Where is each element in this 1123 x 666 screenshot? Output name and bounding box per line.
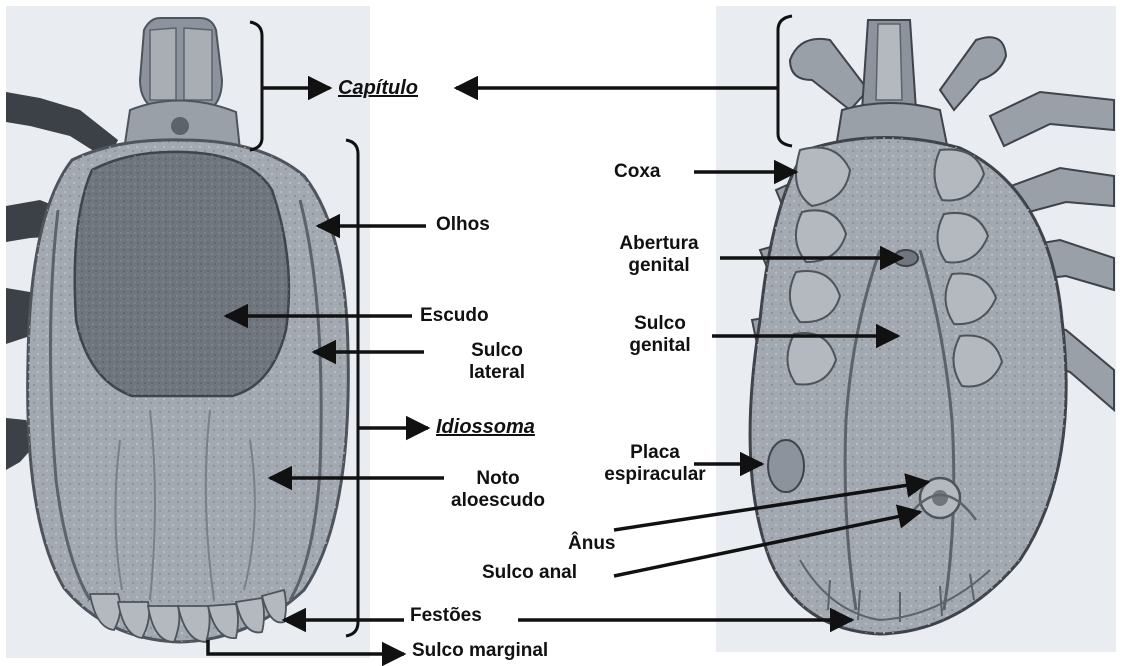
label-noto-line1: Noto bbox=[442, 468, 554, 490]
label-sulco-marginal: Sulco marginal bbox=[412, 640, 548, 662]
label-anus: Ânus bbox=[568, 533, 616, 555]
label-abertura-line2: genital bbox=[604, 255, 714, 277]
label-noto-line2: aloescudo bbox=[442, 490, 554, 512]
spiracular-plate bbox=[768, 440, 804, 492]
label-escudo: Escudo bbox=[420, 305, 489, 327]
label-sulco-genital-line2: genital bbox=[612, 335, 708, 357]
label-festoes: Festões bbox=[410, 605, 482, 627]
label-sulco-genital-line1: Sulco bbox=[612, 313, 708, 335]
label-placa-line2: espiracular bbox=[592, 464, 718, 486]
label-placa-espiracular: Placa espiracular bbox=[592, 442, 718, 486]
label-sulco-anal: Sulco anal bbox=[482, 562, 577, 584]
label-sulco-genital: Sulco genital bbox=[612, 313, 708, 357]
label-olhos: Olhos bbox=[436, 214, 490, 236]
dorsal-view bbox=[6, 6, 370, 658]
label-sulco-lateral-line1: Sulco bbox=[456, 340, 538, 362]
label-idiossoma: Idiossoma bbox=[436, 416, 535, 438]
label-sulco-lateral-line2: lateral bbox=[456, 362, 538, 384]
label-coxa: Coxa bbox=[614, 161, 660, 183]
ventral-view bbox=[716, 6, 1116, 652]
label-abertura-genital: Abertura genital bbox=[604, 233, 714, 277]
label-placa-line1: Placa bbox=[592, 442, 718, 464]
label-noto-aloescudo: Noto aloescudo bbox=[442, 468, 554, 512]
label-sulco-lateral: Sulco lateral bbox=[456, 340, 538, 384]
label-capitulo: Capítulo bbox=[338, 77, 418, 99]
label-abertura-line1: Abertura bbox=[604, 233, 714, 255]
